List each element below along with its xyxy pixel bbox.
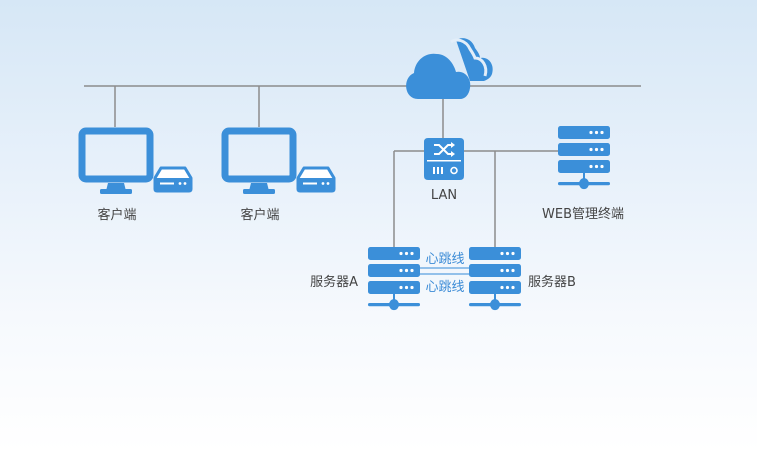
heartbeat-label-bottom: 心跳线 <box>425 280 464 295</box>
lan-label: LAN <box>431 188 457 203</box>
monitor-icon <box>82 131 150 194</box>
client2-label: 客户端 <box>240 207 279 223</box>
web-server-icon <box>558 126 610 189</box>
serverA-icon <box>368 247 420 310</box>
monitor-icon <box>225 131 293 194</box>
serverA-label: 服务器A <box>310 274 358 290</box>
switch-icon <box>424 138 464 180</box>
client2-node <box>225 131 336 194</box>
cloud-icon <box>406 38 493 99</box>
heartbeat-label-top: 心跳线 <box>425 252 464 267</box>
web-label: WEB管理终端 <box>542 206 624 222</box>
client1-node <box>82 131 193 194</box>
serverB-icon <box>469 247 521 310</box>
serverB-label: 服务器B <box>528 274 576 290</box>
disk-icon <box>296 166 336 193</box>
disk-icon <box>153 166 193 193</box>
client1-label: 客户端 <box>97 207 136 223</box>
